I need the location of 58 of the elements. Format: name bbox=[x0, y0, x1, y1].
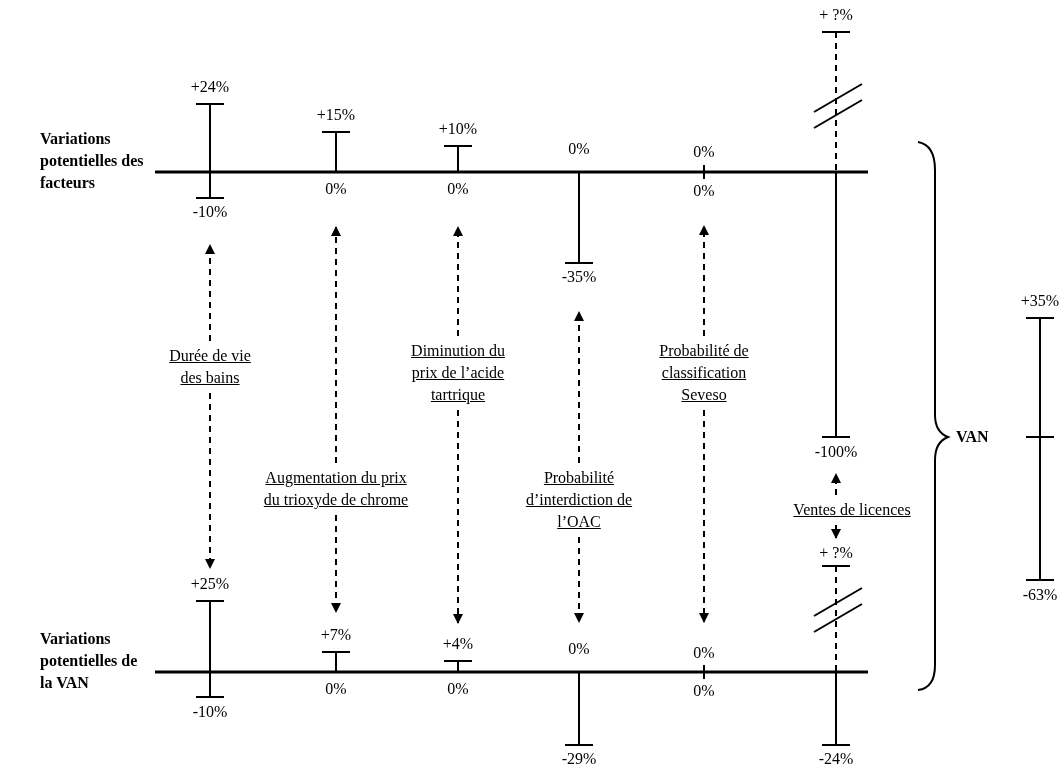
value-label: + ?% bbox=[819, 6, 853, 24]
error-bar bbox=[443, 145, 473, 173]
arrow bbox=[331, 514, 341, 613]
value-label: -29% bbox=[561, 750, 597, 768]
value-label: -10% bbox=[192, 703, 228, 721]
value-label: -35% bbox=[561, 268, 597, 286]
row-heading: Variations potentielles des facteurs bbox=[40, 129, 145, 193]
value-label: +15% bbox=[316, 106, 356, 124]
brace-label: VAN bbox=[956, 427, 989, 447]
error-bar bbox=[813, 31, 863, 438]
arrow bbox=[574, 311, 584, 464]
error-bar bbox=[564, 671, 594, 746]
arrow bbox=[574, 536, 584, 623]
arrow bbox=[205, 392, 215, 569]
value-label: +24% bbox=[190, 78, 230, 96]
arrow bbox=[205, 244, 215, 342]
value-label: +4% bbox=[442, 635, 474, 653]
factor-label: Probabilité de classification Seveso bbox=[642, 340, 766, 406]
value-label: 0% bbox=[693, 182, 715, 200]
factor-label: Diminution du prix de l’acide tartrique bbox=[397, 340, 519, 406]
value-label: 0% bbox=[325, 680, 347, 698]
value-label: -10% bbox=[192, 203, 228, 221]
error-bar bbox=[813, 565, 863, 746]
value-label: 0% bbox=[693, 644, 715, 662]
factor-label: Probabilité d’interdiction de l’OAC bbox=[507, 467, 651, 533]
value-label: -24% bbox=[818, 750, 854, 768]
error-bar bbox=[1025, 317, 1055, 581]
value-label: + ?% bbox=[819, 544, 853, 562]
value-label: 0% bbox=[568, 640, 590, 658]
arrow bbox=[453, 409, 463, 624]
error-bar bbox=[564, 171, 594, 264]
value-label: 0% bbox=[693, 143, 715, 161]
factor-label: Augmentation du prix du trioxyde de chrome bbox=[260, 467, 412, 511]
factor-label: Ventes de licences bbox=[777, 499, 927, 521]
error-bar bbox=[443, 660, 473, 673]
arrow bbox=[331, 226, 341, 464]
value-label: +35% bbox=[1020, 292, 1060, 310]
value-label: -63% bbox=[1022, 586, 1058, 604]
error-bar bbox=[321, 651, 351, 673]
value-label: -100% bbox=[814, 443, 858, 461]
value-label: 0% bbox=[325, 180, 347, 198]
factor-label: Durée de vie des bains bbox=[164, 345, 256, 389]
value-label: +7% bbox=[320, 626, 352, 644]
row-heading: Variations potentielles de la VAN bbox=[40, 629, 139, 693]
error-bar bbox=[321, 131, 351, 173]
error-bar bbox=[195, 103, 225, 199]
value-label: 0% bbox=[447, 180, 469, 198]
arrow bbox=[699, 225, 709, 337]
arrow bbox=[831, 473, 841, 496]
arrow bbox=[699, 409, 709, 623]
value-label: +25% bbox=[190, 575, 230, 593]
value-label: 0% bbox=[693, 682, 715, 700]
arrow bbox=[831, 524, 841, 539]
value-label: 0% bbox=[568, 140, 590, 158]
error-bar bbox=[195, 600, 225, 698]
value-label: +10% bbox=[438, 120, 478, 138]
arrow bbox=[453, 226, 463, 337]
value-label: 0% bbox=[447, 680, 469, 698]
